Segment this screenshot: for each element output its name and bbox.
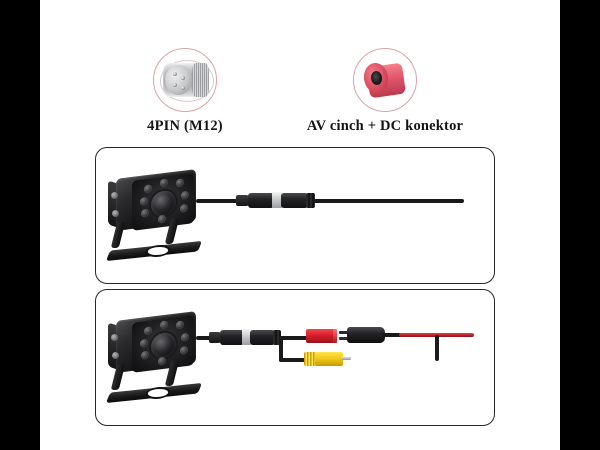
ir-led-8 [158,214,166,224]
rca-yellow-plug-grip [304,352,317,366]
camera-front-face [132,315,194,373]
plug-female-ribs-1 [306,193,315,208]
rca-connector-icon [353,48,417,112]
ir-led-7 [180,203,188,213]
badge-label-m12: 4PIN (M12) [147,118,223,134]
dc-prong-bottom [339,337,348,340]
ir-led-5 [181,332,189,342]
m12-pin-4 [181,86,185,90]
ir-led-4 [140,196,148,206]
dc-barrel-connector [347,327,385,343]
rca-red-jack-ring [333,329,337,343]
pillarbox-left [0,0,40,450]
camera-lens [151,189,176,218]
connector-badge-av-dc: AV cinch + DC konektor [285,48,485,135]
camera-mount-screw-bottom [112,210,119,217]
camera-mount-screw-bottom [112,352,119,359]
plug-male-body-2 [220,330,244,345]
badge-label-av-dc: AV cinch + DC konektor [306,118,464,134]
plug-female-body-2 [250,330,275,345]
branch-cable-down [279,336,283,362]
ir-led-3 [176,178,184,188]
ir-led-8 [158,356,166,366]
ir-led-6 [141,208,149,218]
m12-pin-3 [173,83,177,87]
connector-badge-m12: 4PIN (M12) [110,48,260,135]
panel-camera-av-dc-adapter [95,289,495,426]
dc-tail-cable [382,333,404,337]
ir-led-4 [140,338,148,348]
dc-prong-top [339,331,348,334]
camera-lens [151,331,176,360]
ir-led-3 [176,320,184,330]
m12-pin-face [165,65,192,95]
adapter-trunk-cable [279,336,309,340]
plug-male-body-1 [248,193,274,208]
plug-female-ribs-2 [273,330,281,345]
rca-yellow-plug-body [315,352,343,366]
extension-cable-1 [312,199,464,203]
power-wire-black-branch [435,335,439,361]
pillarbox-right [560,0,600,450]
connector-collar-1 [272,192,283,208]
m12-connector-icon [153,48,217,112]
rca-yellow-plug-pin [341,357,351,360]
reversing-camera-2 [102,308,214,404]
ir-led-1 [144,184,152,194]
ir-led-2 [160,178,168,188]
m12-body [163,63,209,97]
camera-front-face [132,173,194,231]
m12-pin-2 [181,76,185,80]
rca-red-jack-body [306,329,336,343]
reversing-camera-1 [102,166,214,262]
plug-male-taper-2 [209,332,222,343]
ir-led-7 [180,345,188,355]
connector-collar-2 [242,329,252,345]
camera-mount-screw-top [111,192,118,199]
plug-male-taper-1 [236,195,250,206]
plug-female-body-1 [281,193,308,208]
power-wire-red [399,333,474,337]
ir-led-6 [141,350,149,360]
ir-led-5 [181,190,189,200]
ir-led-1 [144,326,152,336]
m12-pin-1 [173,72,177,76]
camera-mount-screw-top [111,334,118,341]
ir-led-2 [160,320,168,330]
camera-pigtail-cable-2 [196,336,214,340]
branch-cable-to-yellow-rca [279,358,305,362]
product-illustration-canvas: 4PIN (M12) AV cinch + DC konektor [40,0,560,450]
panel-camera-extension-cable [95,147,495,284]
m12-threaded-collar [192,63,209,97]
m12-outline-ring [160,60,214,102]
camera-pigtail-cable-1 [196,199,242,203]
